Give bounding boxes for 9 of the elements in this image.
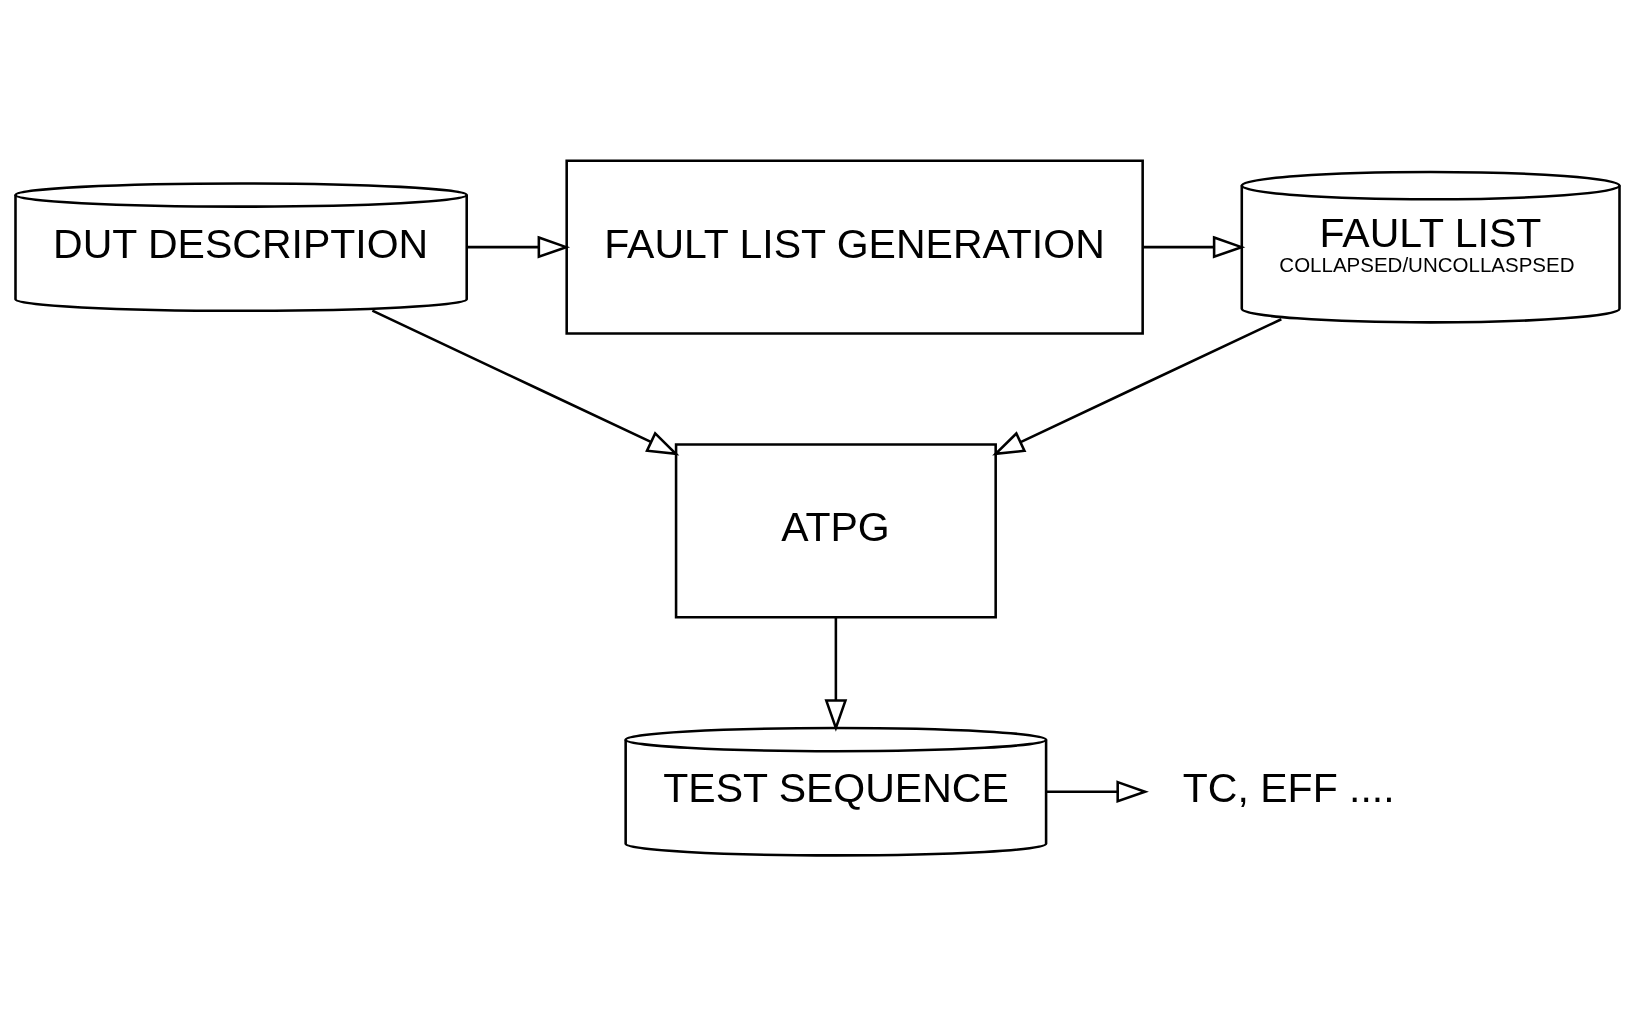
arrow [467, 235, 571, 259]
arrow [1046, 780, 1149, 804]
node-box: ATPG [674, 443, 997, 619]
node-text: TC, EFF .... [1182, 765, 1395, 812]
arrow [371, 309, 680, 456]
node-box: FAULT LIST GENERATION [565, 159, 1144, 335]
arrow [824, 617, 848, 732]
arrow [992, 318, 1282, 456]
arrow [1143, 235, 1246, 259]
